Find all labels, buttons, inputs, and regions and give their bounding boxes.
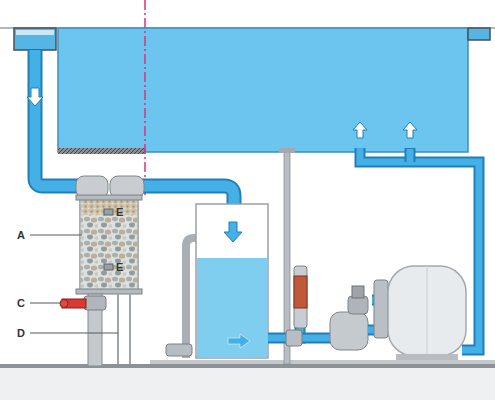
gutter-grate xyxy=(16,30,54,35)
dosing-cell-core xyxy=(294,276,307,308)
column-glass xyxy=(80,198,138,292)
flow-arrow xyxy=(224,222,242,242)
flow-arrow xyxy=(27,88,43,106)
tee-fitting xyxy=(84,296,106,310)
flow-arrow xyxy=(403,122,417,138)
callout-letter: D xyxy=(17,327,25,339)
flow-arrow xyxy=(228,334,250,348)
column-flange xyxy=(76,289,142,294)
callout-letter: C xyxy=(17,297,25,309)
pump-strainer xyxy=(348,296,368,314)
callout-letter: E xyxy=(116,206,123,218)
filter-column xyxy=(80,198,138,292)
pipe xyxy=(360,148,479,350)
column-flange xyxy=(76,195,142,200)
support-rod xyxy=(129,294,131,364)
floor-line xyxy=(0,364,495,368)
support-rod xyxy=(117,294,119,364)
leader-line xyxy=(30,303,60,304)
main-drain xyxy=(279,148,295,153)
flow-arrow xyxy=(353,122,367,138)
tank-water xyxy=(197,258,267,357)
filter-base xyxy=(396,354,458,360)
pipe xyxy=(140,186,234,204)
pool-basin xyxy=(58,28,468,152)
section-line xyxy=(144,0,146,198)
callout-letter: A xyxy=(17,229,25,241)
multiport-valve xyxy=(374,280,388,338)
valve xyxy=(286,330,302,346)
sensor xyxy=(104,209,113,215)
sand-filter xyxy=(388,266,466,356)
pipe-outline xyxy=(360,148,479,350)
overflow-gutter xyxy=(468,28,490,40)
bypass-pipe xyxy=(186,238,196,358)
pipe-outline xyxy=(140,186,234,204)
valve-handle xyxy=(60,300,68,308)
pipe xyxy=(407,149,414,162)
leader-line xyxy=(30,235,82,236)
callout-letter: E xyxy=(116,261,123,273)
drain-valve xyxy=(166,344,192,356)
dosing-cell xyxy=(294,266,307,328)
pipe-outline xyxy=(405,148,416,162)
floor-slab xyxy=(0,368,495,400)
sensor xyxy=(104,264,113,270)
pump xyxy=(330,312,368,350)
bottom-grating xyxy=(58,148,146,154)
pipe xyxy=(35,50,80,186)
overflow-gutter xyxy=(14,28,56,50)
filter-seam xyxy=(427,266,428,356)
leader-line xyxy=(30,333,118,334)
strainer-lid xyxy=(352,286,364,298)
plinth xyxy=(150,360,495,364)
pipe-outline xyxy=(35,50,80,186)
balance-tank xyxy=(196,204,268,358)
